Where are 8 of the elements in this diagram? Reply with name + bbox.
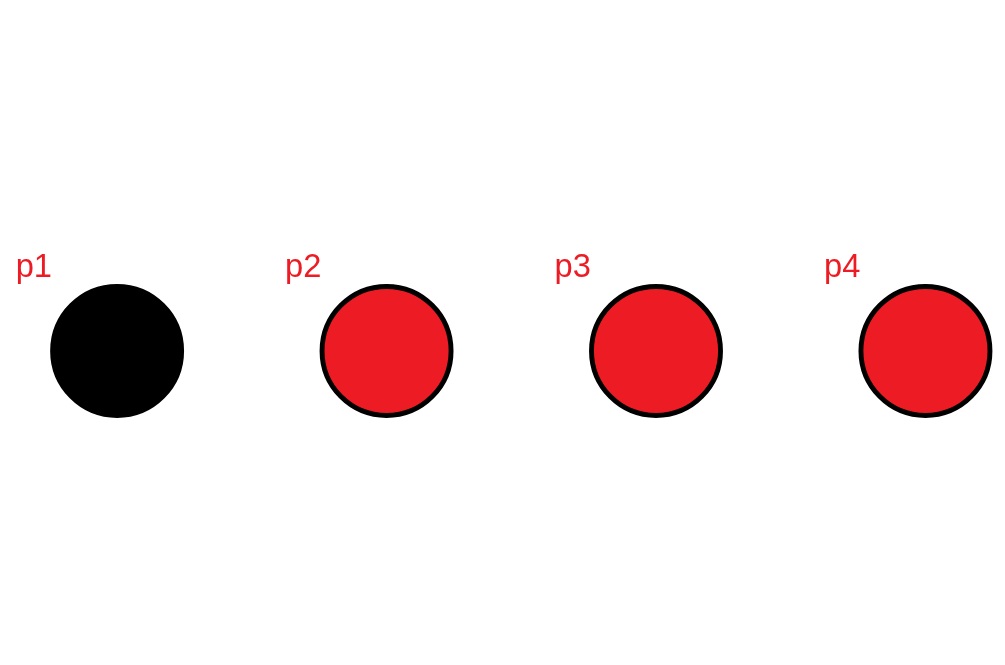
node-label: p1 <box>15 246 52 284</box>
node-label: p2 <box>285 246 322 284</box>
node-circle <box>589 283 723 418</box>
node-label: p4 <box>824 246 861 284</box>
node-circle <box>319 283 454 418</box>
node-circle <box>50 283 185 418</box>
node-circle <box>858 283 993 418</box>
node-label: p3 <box>554 246 591 284</box>
